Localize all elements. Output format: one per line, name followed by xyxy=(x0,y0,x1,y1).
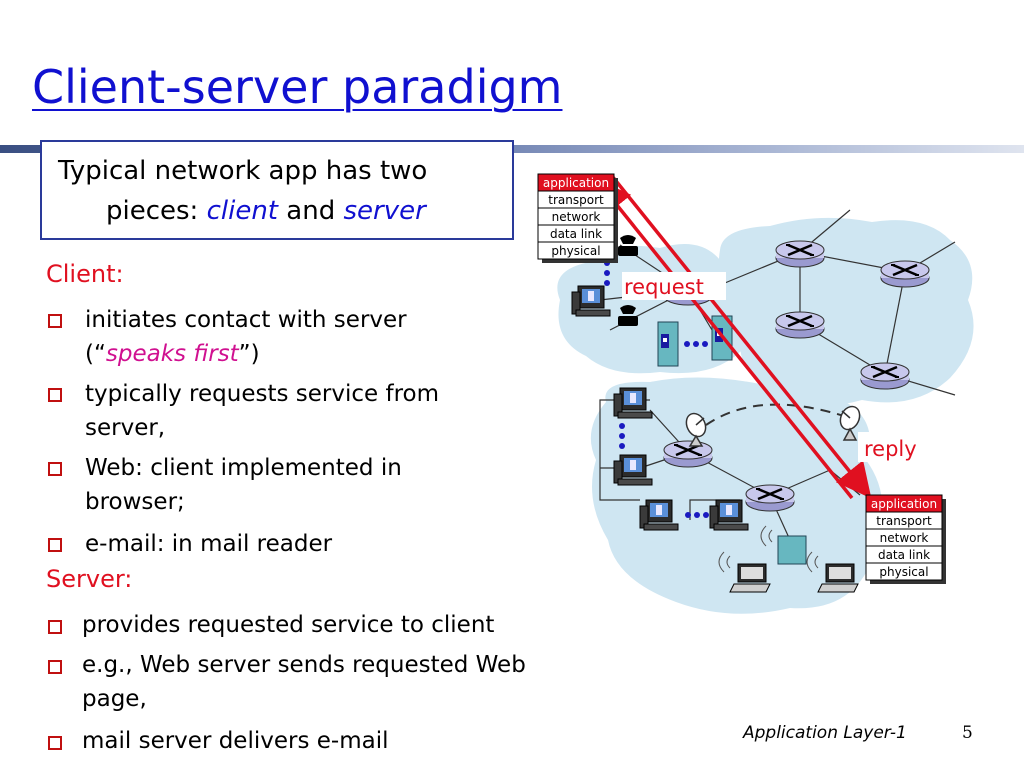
page-title: Client-server paradigm xyxy=(32,60,563,114)
client-item-4-line1: e-mail: in mail reader xyxy=(85,531,333,557)
quote-open: (“ xyxy=(85,341,106,367)
desktop-computer-icon xyxy=(613,387,653,419)
bullet-icon xyxy=(48,388,62,402)
server-protocol-stack: application transport network data link phys… xyxy=(865,494,946,584)
callout-line-2: pieces: client and server xyxy=(106,196,426,226)
quote-close: ”) xyxy=(238,341,260,367)
client-item-3: Web: client implemented in browser; xyxy=(85,451,402,519)
server-item-3: mail server delivers e-mail xyxy=(82,724,388,758)
request-label-bg xyxy=(622,272,726,300)
client-layer-label: network xyxy=(552,210,601,224)
wireless-signal-icon xyxy=(718,525,819,573)
client-item-3-line2: browser; xyxy=(85,489,185,515)
server-item-1: provides requested service to client xyxy=(82,608,494,642)
client-item-2-line2: server, xyxy=(85,415,166,441)
bullet-icon xyxy=(48,538,62,552)
server-item-2: e.g., Web server sends requested Web pag… xyxy=(82,648,526,716)
bullet-icon xyxy=(48,314,62,328)
bullet-icon xyxy=(48,660,62,674)
request-arrow xyxy=(610,174,872,499)
client-item-1: initiates contact with server (“speaks f… xyxy=(85,303,407,371)
server-layer-label: application xyxy=(871,497,937,511)
router-icon xyxy=(662,439,714,469)
router-icon xyxy=(774,239,826,269)
callout-client-term: client xyxy=(206,196,279,226)
client-item-3-line1: Web: client implemented in xyxy=(85,455,402,481)
client-layer-label: transport xyxy=(548,193,604,207)
client-item-4: e-mail: in mail reader xyxy=(85,527,332,561)
server-tower-icon xyxy=(657,321,679,367)
client-layer-label: physical xyxy=(551,244,600,258)
router-icon xyxy=(859,361,911,391)
server-layer-label: data link xyxy=(878,548,930,562)
page-number: 5 xyxy=(962,723,973,743)
client-layer-label: data link xyxy=(550,227,602,241)
client-item-1-line2: (“speaks first”) xyxy=(85,337,407,371)
bullet-icon xyxy=(48,736,62,750)
client-item-1-line1: initiates contact with server xyxy=(85,307,407,333)
server-layer-label: network xyxy=(880,531,929,545)
router-icon xyxy=(744,483,796,513)
callout-server-term: server xyxy=(343,196,426,226)
telephone-icon xyxy=(618,235,638,326)
client-item-2-line1: typically requests service from xyxy=(85,381,440,407)
client-layer-box xyxy=(537,241,615,260)
server-item-1-line1: provides requested service to client xyxy=(82,612,495,638)
callout-prefix: pieces: xyxy=(106,196,207,226)
router-icon xyxy=(879,259,931,289)
callout-box: Typical network app has two pieces: clie… xyxy=(40,140,514,240)
desktop-computer-icon xyxy=(571,285,611,317)
bullet-icon xyxy=(48,620,62,634)
client-layer-label: application xyxy=(543,176,609,190)
speaks-first-text: speaks first xyxy=(105,341,239,367)
client-item-2: typically requests service from server, xyxy=(85,377,439,445)
server-layer-label: transport xyxy=(876,514,932,528)
desktop-computer-icon xyxy=(613,454,653,486)
ellipsis-dots xyxy=(604,260,709,518)
request-label: request xyxy=(624,275,704,299)
footer-text: Application Layer-1 xyxy=(743,723,907,743)
callout-and: and xyxy=(278,196,344,226)
desktop-computer-icon xyxy=(639,499,679,531)
reply-label: reply xyxy=(864,437,917,461)
server-layer-box xyxy=(865,562,943,581)
router-icon xyxy=(774,310,826,340)
client-heading: Client: xyxy=(46,260,124,288)
reply-label-bg xyxy=(858,432,930,462)
server-heading: Server: xyxy=(46,565,133,593)
desktop-computer-icon xyxy=(709,499,749,531)
server-item-2-line2: page, xyxy=(82,686,147,712)
satellite-dish-icon xyxy=(685,405,861,447)
bullet-icon xyxy=(48,462,62,476)
server-layer-label: physical xyxy=(879,565,928,579)
reply-arrow xyxy=(595,178,854,500)
server-item-2-line1: e.g., Web server sends requested Web xyxy=(82,652,526,678)
callout-line-1: Typical network app has two xyxy=(58,156,428,186)
server-item-3-line1: mail server delivers e-mail xyxy=(82,728,389,754)
access-point-icon xyxy=(777,535,807,565)
client-protocol-stack: application transport network data link phys… xyxy=(537,173,618,263)
